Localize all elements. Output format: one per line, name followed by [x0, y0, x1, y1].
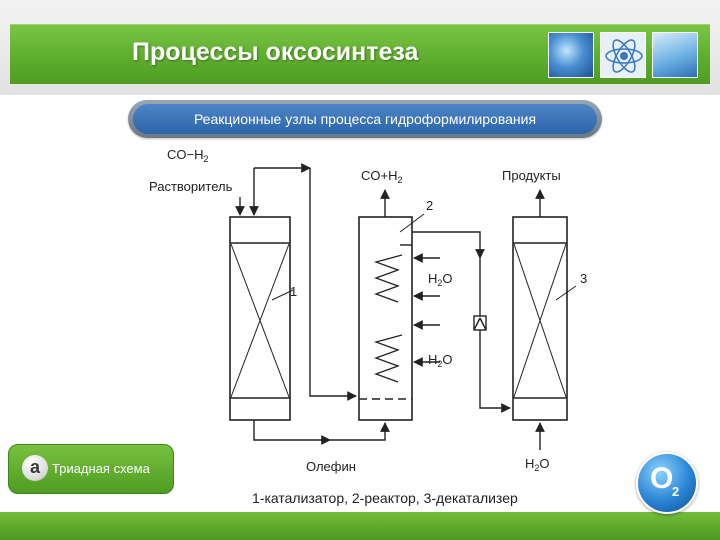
leader-2: [399, 213, 425, 233]
leader-1: [271, 289, 294, 301]
column-1-catalyst: [229, 216, 291, 421]
olefin-line: [253, 420, 331, 445]
upper-cooling-coil: [373, 254, 403, 303]
subtitle-background: [133, 104, 597, 134]
water-upper-label: H2O: [428, 271, 453, 288]
page-title: Процессы оксосинтеза: [132, 38, 419, 66]
column-3-number: 3: [580, 271, 587, 286]
leader-3: [555, 285, 577, 301]
flow-lines: [235, 163, 577, 450]
lower-cooling-coil: [373, 334, 403, 383]
o2-logo: [636, 452, 698, 514]
column-2-number: 2: [426, 198, 433, 213]
column-1-to-reactor-line: [309, 168, 357, 401]
diagram-caption: 1-катализатор, 2-реактор, 3-декатализер: [252, 490, 518, 506]
o2-logo-letter: O: [650, 462, 674, 495]
co-h2-top-label: CO+H2: [361, 168, 403, 185]
atom-thumbnail: [600, 32, 646, 78]
column-1-number: 1: [290, 284, 297, 299]
section-subtitle: Реакционные узлы процесса гидроформилиро…: [193, 111, 537, 127]
olefin-label: Олефин: [306, 459, 356, 474]
water-lower-label: H2O: [428, 352, 453, 369]
triad-scheme-label: Триадная схема: [52, 461, 150, 476]
o2-logo-subscript: 2: [672, 484, 680, 499]
footer-bar: [0, 512, 720, 540]
valve-icon: [473, 315, 487, 331]
co-h2-left-label: CO−H2: [167, 147, 209, 164]
molecule-thumbnail: [548, 32, 594, 78]
column-2-reactor: [358, 216, 413, 421]
water-bottom-label: H2O: [525, 456, 550, 473]
atom-icon: [605, 39, 643, 73]
flask-thumbnail: [652, 32, 698, 78]
products-label: Продукты: [502, 168, 561, 183]
column-3-decatalyzer: [512, 216, 568, 421]
reactor-to-decatalyzer-line: [412, 231, 485, 259]
triad-letter-icon: a: [22, 455, 48, 481]
solvent-label: Растворитель: [149, 179, 233, 194]
